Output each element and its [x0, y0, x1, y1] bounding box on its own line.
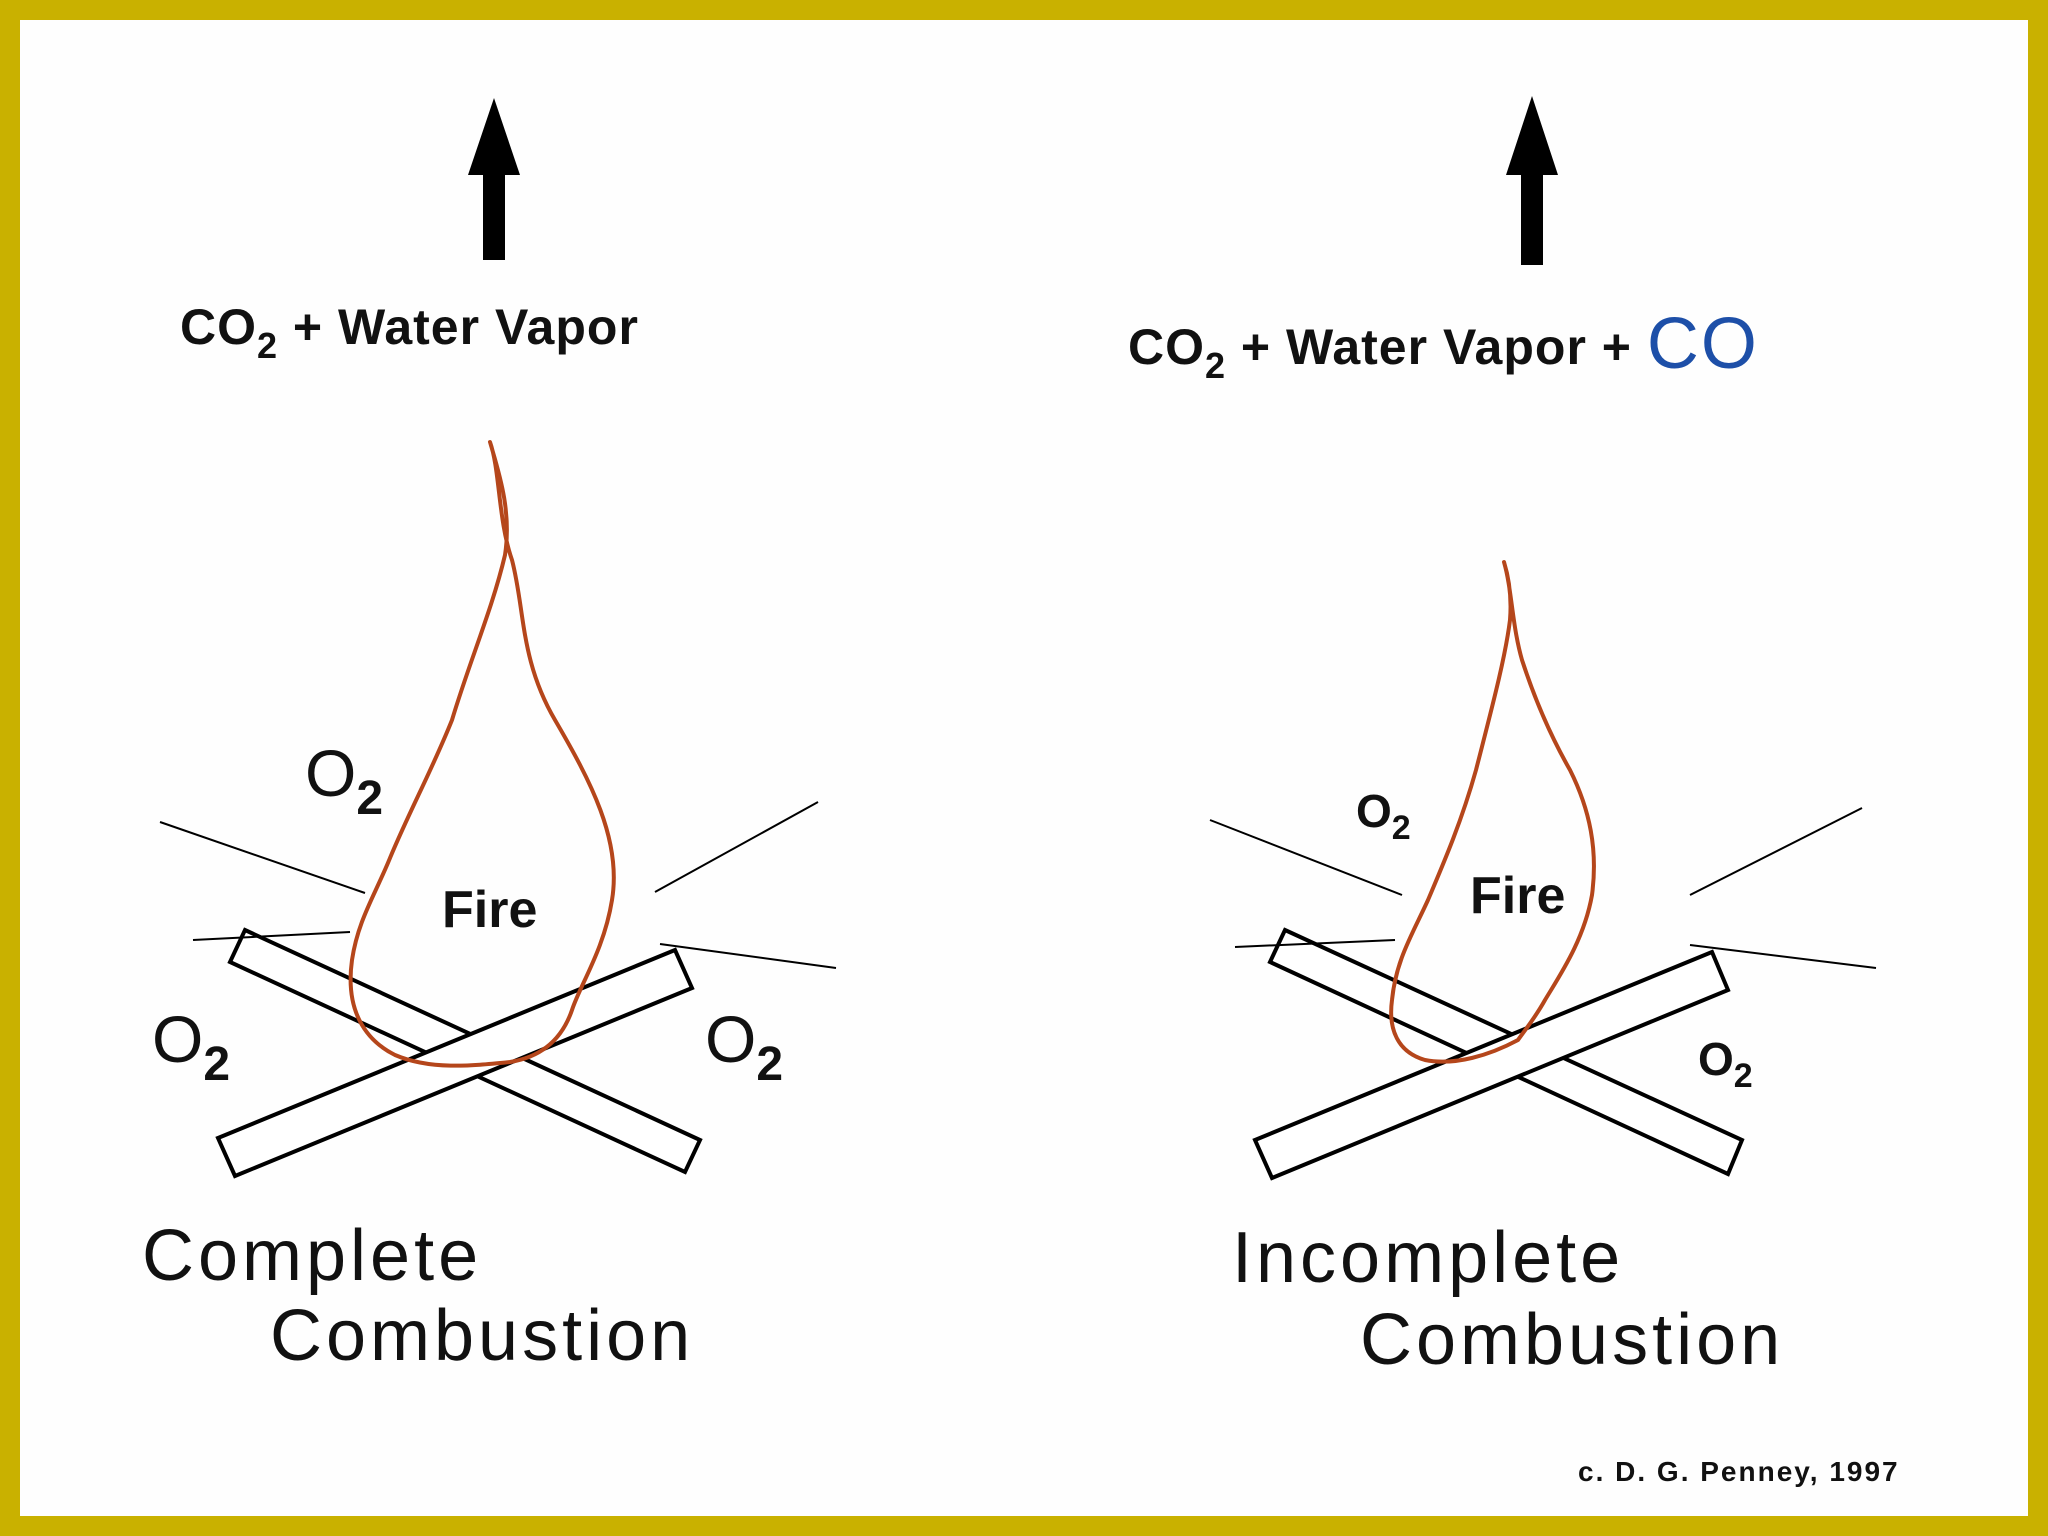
- right-products-label: CO2 + Water Vapor + CO: [1128, 308, 1759, 384]
- right-oxygen-top-letter: O: [1356, 785, 1392, 837]
- left-logs: [215, 927, 703, 1179]
- left-oxygen-left: O2: [152, 1006, 230, 1089]
- left-oxygen-top-letter: O: [305, 736, 357, 810]
- left-oxygen-right: O2: [705, 1006, 783, 1089]
- right-co2-subscript: 2: [1205, 345, 1227, 386]
- left-products-label: CO2 + Water Vapor: [180, 299, 639, 364]
- left-flame: [348, 440, 616, 1068]
- left-oxygen-right-letter: O: [705, 1002, 757, 1076]
- left-arrow-up-icon: [468, 98, 520, 260]
- right-oxygen-right: O2: [1698, 1033, 1753, 1093]
- left-oxygen-right-subscript: 2: [756, 1038, 784, 1091]
- copyright-credit: c. D. G. Penney, 1997: [1578, 1456, 1900, 1487]
- right-oxygen-top-subscript: 2: [1391, 809, 1411, 847]
- right-water-vapor-text: + Water Vapor +: [1226, 319, 1647, 375]
- left-fire-label: Fire: [442, 881, 538, 939]
- left-co2-text: CO: [180, 299, 257, 355]
- left-air-lines: [159, 801, 837, 969]
- right-co-text: CO: [1646, 304, 1759, 384]
- left-water-vapor-text: + Water Vapor: [278, 299, 639, 355]
- right-oxygen-right-letter: O: [1698, 1033, 1734, 1085]
- right-co2-text: CO: [1128, 319, 1205, 375]
- right-air-lines: [1209, 807, 1877, 969]
- right-oxygen-top: O2: [1356, 785, 1411, 845]
- right-title-line2: Combustion: [1360, 1300, 1785, 1380]
- right-fire-label: Fire: [1470, 867, 1566, 925]
- right-title-line1: Incomplete: [1232, 1218, 1625, 1298]
- left-oxygen-top: O2: [305, 740, 383, 823]
- right-flame: [1389, 560, 1596, 1064]
- left-oxygen-left-subscript: 2: [203, 1038, 231, 1091]
- left-oxygen-top-subscript: 2: [356, 772, 384, 825]
- right-arrow-up-icon: [1506, 96, 1558, 265]
- left-oxygen-left-letter: O: [152, 1002, 204, 1076]
- right-logs: [1252, 927, 1745, 1181]
- right-oxygen-right-subscript: 2: [1733, 1057, 1753, 1095]
- right-log-front: [1252, 949, 1731, 1181]
- left-title-line2: Combustion: [270, 1296, 695, 1376]
- left-title-line1: Complete: [142, 1216, 483, 1296]
- left-co2-subscript: 2: [257, 325, 279, 366]
